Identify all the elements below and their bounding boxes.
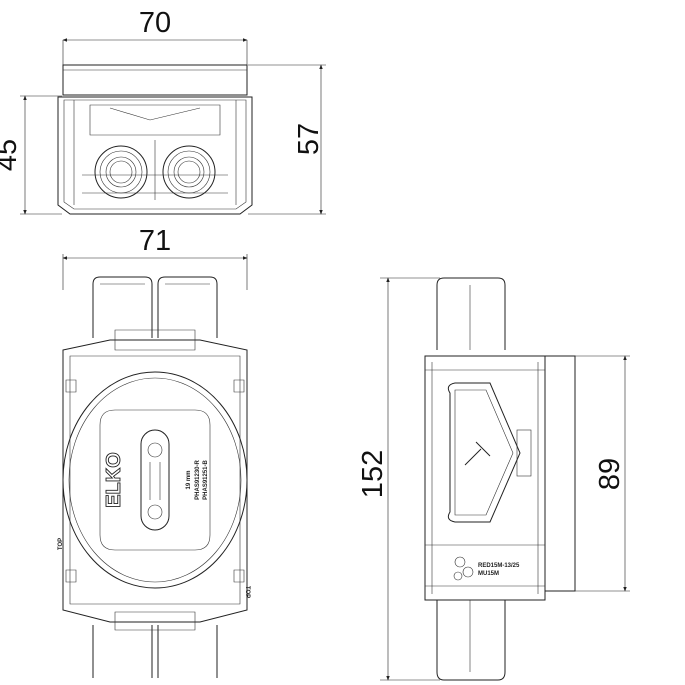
top-view: 70 45 57 xyxy=(0,7,326,215)
elko-logo: ELKO xyxy=(103,452,125,508)
hammer-icon xyxy=(464,441,491,466)
front-top-tubes xyxy=(92,276,218,338)
side-body xyxy=(424,355,546,601)
cable-entry-left xyxy=(94,145,148,199)
side-top-tube xyxy=(436,277,506,350)
strip-gauge-slot xyxy=(140,429,170,531)
side-code-2: MU15M xyxy=(478,571,499,577)
certification-marks xyxy=(453,556,474,581)
side-view: 152 89 RED15M-13/25 MU15M xyxy=(357,277,630,681)
front-box-outline xyxy=(62,339,248,623)
part-number-1: PHAS91230-R xyxy=(195,459,201,499)
front-bottom-tubes xyxy=(92,625,218,678)
dim-label-57: 57 xyxy=(293,123,325,155)
strip-length-label: 19 mm xyxy=(186,470,192,489)
front-cover-oval xyxy=(62,371,248,589)
dim-label-45: 45 xyxy=(0,139,23,171)
dim-label-70: 70 xyxy=(139,7,171,39)
side-code-1: RED15M-13/25 xyxy=(478,563,520,569)
dim-label-71: 71 xyxy=(139,225,171,257)
front-view: 71 ELKO 19 mm PHAS91230-R xyxy=(58,225,250,678)
top-marker-right: TOP xyxy=(244,586,250,598)
top-marker-left: TOP xyxy=(58,538,64,550)
part-number-2: PHAS91251-B xyxy=(203,459,209,499)
side-flange xyxy=(545,355,576,592)
top-view-body xyxy=(57,64,253,215)
dim-label-89: 89 xyxy=(594,458,626,490)
side-bottom-tube xyxy=(436,600,506,681)
dim-label-152: 152 xyxy=(357,450,389,498)
cable-entry-right xyxy=(162,145,216,199)
side-arrow-window xyxy=(447,382,521,523)
